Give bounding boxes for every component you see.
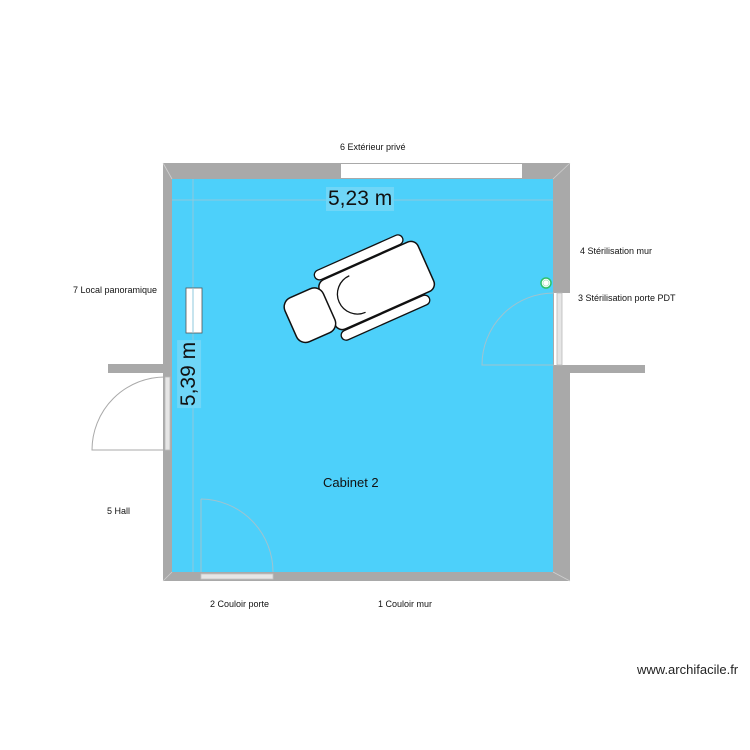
door-bottom-leaf[interactable] bbox=[200, 573, 274, 580]
door-right-swing-arc bbox=[481, 292, 555, 366]
dimension-height: 5,39 m bbox=[177, 339, 202, 409]
label-hall[interactable]: 5 Hall bbox=[107, 506, 131, 516]
room-name[interactable]: Cabinet 2 bbox=[323, 475, 379, 490]
door-bottom-swing-arc bbox=[200, 498, 274, 573]
room-floor[interactable] bbox=[172, 179, 553, 572]
label-couloir-porte[interactable]: 2 Couloir porte bbox=[210, 599, 270, 609]
dimension-width: 5,23 m bbox=[326, 187, 395, 211]
label-couloir-mur[interactable]: 1 Couloir mur bbox=[378, 599, 433, 609]
wall-stub-left bbox=[108, 364, 163, 373]
label-exterieur-prive[interactable]: 6 Extérieur privé bbox=[340, 142, 406, 152]
label-sterilisation-porte[interactable]: 3 Stérilisation porte PDT bbox=[578, 293, 676, 303]
cabinet-unit[interactable] bbox=[185, 287, 203, 334]
door-left-leaf[interactable] bbox=[164, 376, 171, 451]
watermark: www.archifacile.fr bbox=[637, 662, 739, 677]
label-sterilisation-mur[interactable]: 4 Stérilisation mur bbox=[580, 246, 653, 256]
window-top[interactable] bbox=[341, 164, 522, 178]
wall-stub-right bbox=[553, 365, 645, 373]
label-local-panoramique[interactable]: 7 Local panoramique bbox=[73, 285, 158, 295]
door-right-leaf[interactable] bbox=[556, 292, 563, 366]
door-left-swing-arc bbox=[91, 376, 166, 451]
dental-chair-icon[interactable] bbox=[275, 229, 441, 359]
